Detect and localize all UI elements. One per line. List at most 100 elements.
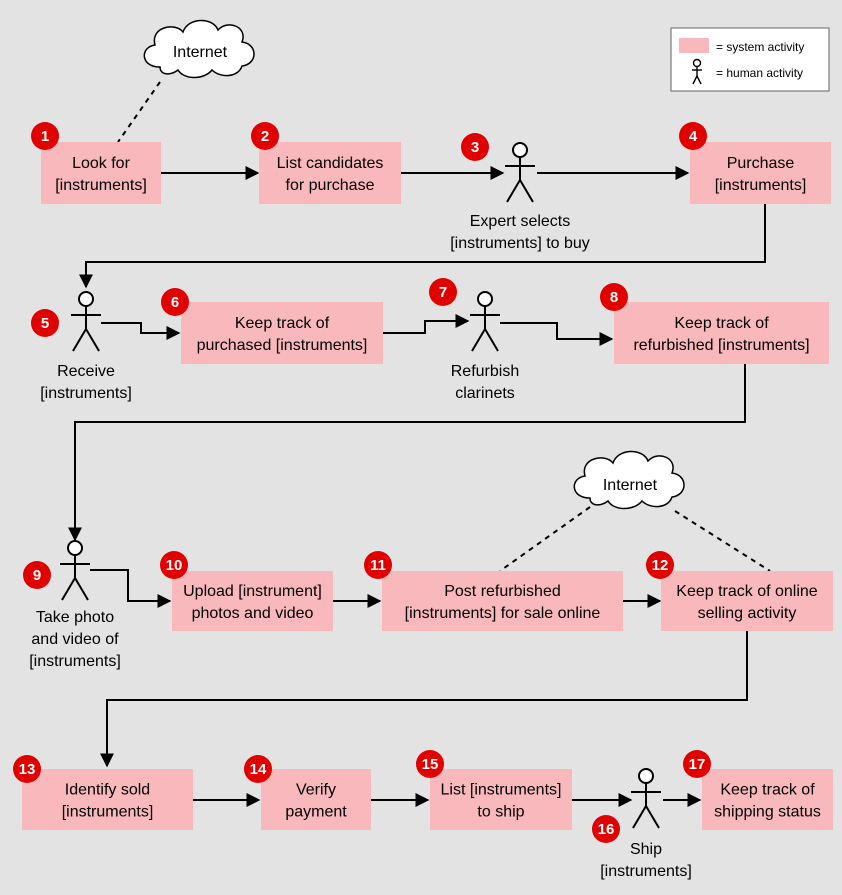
- step-3-label-line: [instruments] to buy: [450, 235, 590, 252]
- step-15-text-line: to ship: [477, 804, 524, 821]
- step-8-box: Keep track of refurbished [instruments]: [614, 302, 829, 364]
- arrow-12-to-13: [100, 631, 748, 768]
- step-2-text-line: for purchase: [286, 177, 375, 194]
- step-1-text-line: Look for: [72, 155, 130, 172]
- step-5-number: 5: [41, 315, 49, 332]
- arrow-4-to-5: [79, 204, 766, 289]
- step-5-badge: 5: [31, 309, 59, 337]
- step-11-text-line: [instruments] for sale online: [405, 605, 601, 622]
- arrow-7-to-8: [500, 322, 614, 346]
- step-4-text-line: [instruments]: [715, 177, 807, 194]
- step-8-number: 8: [610, 289, 618, 306]
- step-9-label-line: [instruments]: [29, 653, 121, 670]
- step-7-badge: 7: [429, 278, 457, 306]
- dashed-link-internet-to-12: [674, 510, 771, 572]
- step-4-text-line: Purchase: [727, 155, 795, 172]
- step-8-text-line: Keep track of: [674, 315, 769, 332]
- legend: = system activity = human activity: [670, 27, 830, 92]
- step-15-badge: 15: [416, 750, 444, 778]
- step-13-badge: 13: [13, 755, 41, 783]
- step-17-text-line: shipping status: [714, 804, 821, 821]
- step-12-number: 12: [652, 557, 669, 574]
- step-10-text-line: Upload [instrument]: [183, 583, 322, 600]
- step-8-text-line: refurbished [instruments]: [633, 337, 809, 354]
- step-14-text-line: payment: [285, 804, 347, 821]
- dashed-link-internet-to-11: [499, 506, 591, 572]
- step-3-badge: 3: [461, 133, 489, 161]
- step-6-badge: 6: [161, 288, 189, 316]
- step-17-number: 17: [689, 756, 706, 773]
- step-16-badge: 16: [592, 815, 620, 843]
- arrow-6-to-7: [383, 314, 470, 334]
- step-4-box: Purchase [instruments]: [690, 142, 831, 204]
- step-10-text-line: photos and video: [192, 605, 314, 622]
- step-12-badge: 12: [646, 551, 674, 579]
- step-9-number: 9: [33, 567, 41, 584]
- step-2-text-line: List candidates: [277, 155, 384, 172]
- step-14-number: 14: [250, 761, 267, 778]
- step-2-box: List candidates for purchase: [259, 142, 401, 204]
- person-icon: [631, 768, 661, 829]
- step-7-label-line: Refurbish: [451, 363, 519, 380]
- arrow-5-to-6: [101, 322, 181, 340]
- legend-system-swatch: [679, 38, 709, 53]
- human-activities: Expert selects [instruments] to buyReceiv…: [29, 142, 692, 880]
- step-2-badge: 2: [251, 122, 279, 150]
- step-16-label-line: [instruments]: [600, 863, 692, 880]
- internet-cloud-top: Internet: [143, 19, 255, 79]
- step-6-number: 6: [171, 294, 179, 311]
- person-icon: [60, 540, 90, 601]
- step-11-badge: 11: [364, 551, 392, 579]
- step-9-label-line: Take photo: [36, 609, 114, 626]
- person-icon: [505, 142, 535, 203]
- step-13-number: 13: [19, 761, 36, 778]
- arrow-9-to-10: [90, 569, 172, 608]
- step-3-actor: Expert selects [instruments] to buy: [450, 142, 590, 252]
- step-4-number: 4: [689, 128, 698, 145]
- step-13-text-line: Identify sold: [65, 782, 150, 799]
- step-5-label-line: Receive: [57, 363, 115, 380]
- dashed-link-internet-to-1: [117, 81, 161, 143]
- step-3-label-line: Expert selects: [470, 213, 570, 230]
- person-icon: [470, 291, 500, 352]
- step-15-text-line: List [instruments]: [441, 782, 562, 799]
- step-5-actor: Receive [instruments]: [40, 291, 132, 402]
- step-1-text-line: [instruments]: [55, 177, 147, 194]
- step-1-box: Look for [instruments]: [41, 142, 161, 204]
- step-5-label-line: [instruments]: [40, 385, 132, 402]
- step-7-label-line: clarinets: [455, 385, 515, 402]
- person-icon: [71, 291, 101, 352]
- step-14-badge: 14: [244, 755, 272, 783]
- step-17-box: Keep track of shipping status: [702, 769, 833, 830]
- legend-human-icon: [692, 58, 702, 85]
- step-11-box: Post refurbished [instruments] for sale o…: [382, 571, 623, 631]
- step-11-number: 11: [370, 557, 386, 574]
- connectors: [68, 81, 771, 807]
- step-1-number: 1: [41, 128, 49, 145]
- step-15-number: 15: [422, 756, 439, 773]
- legend-system-label: = system activity: [716, 40, 804, 54]
- step-8-badge: 8: [600, 283, 628, 311]
- step-13-box: Identify sold [instruments]: [22, 769, 193, 830]
- step-15-box: List [instruments] to ship: [430, 769, 572, 830]
- step-11-text-line: Post refurbished: [444, 583, 561, 600]
- step-7-number: 7: [439, 284, 447, 301]
- step-12-text-line: selling activity: [698, 605, 797, 622]
- step-10-box: Upload [instrument] photos and video: [172, 571, 333, 631]
- internet-cloud-middle: Internet: [573, 450, 685, 510]
- step-7-actor: Refurbish clarinets: [451, 291, 519, 402]
- step-13-text-line: [instruments]: [62, 804, 154, 821]
- step-17-text-line: Keep track of: [720, 782, 815, 799]
- step-16-actor: Ship[instruments]: [600, 768, 692, 880]
- step-6-text-line: purchased [instruments]: [197, 337, 368, 354]
- cloud-label-middle: Internet: [603, 477, 658, 494]
- step-4-badge: 4: [679, 122, 707, 150]
- system-activity-boxes: Look for [instruments] List candidates for …: [22, 142, 833, 830]
- cloud-label-top: Internet: [173, 44, 228, 61]
